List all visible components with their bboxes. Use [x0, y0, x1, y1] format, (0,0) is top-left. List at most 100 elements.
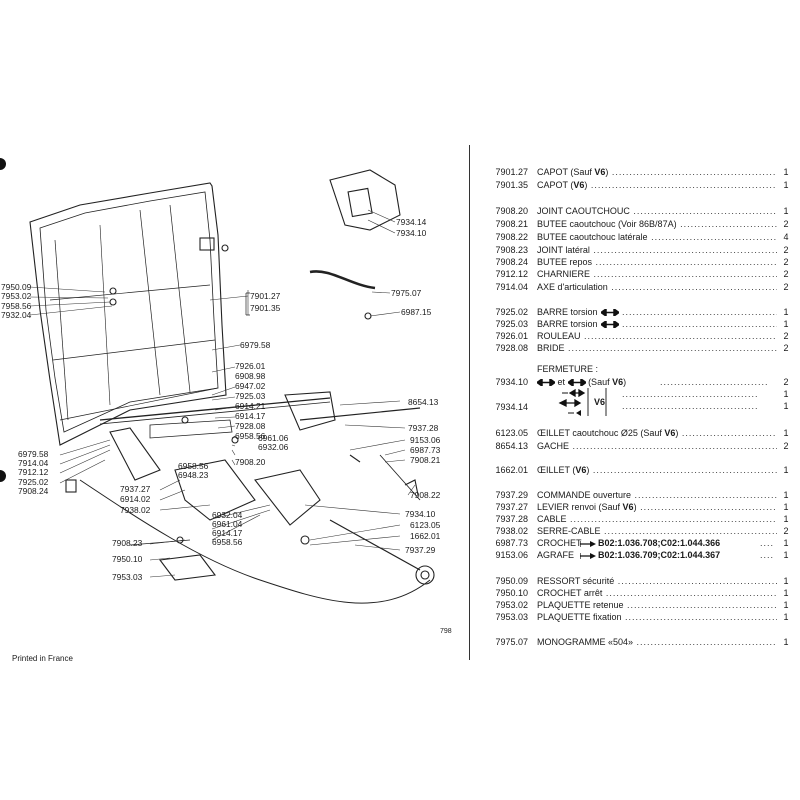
part-number: 7926.01 — [495, 331, 528, 341]
leader-dots: ........................................… — [640, 502, 777, 512]
part-description-text: BUTEE caoutchouc (Voir 86B/87A) — [537, 219, 677, 229]
quantity: 1 — [783, 612, 789, 622]
part-number: 1662.01 — [495, 465, 528, 475]
callout-label: 7912.12 — [18, 467, 49, 477]
fermeture-heading: FERMETURE : — [537, 364, 599, 374]
part-description: CAPOT (V6) .............................… — [537, 180, 777, 190]
part-description: BUTEE caoutchouc latérale ..............… — [537, 232, 777, 242]
part-description-tail: ) — [584, 180, 588, 190]
column-divider — [469, 145, 470, 660]
arrow-right-icon — [580, 541, 596, 547]
callout-label: 7908.22 — [410, 490, 441, 500]
quantity: 1 — [783, 588, 789, 598]
callout-label: 7901.35 — [250, 303, 281, 313]
arrow-right-icon — [580, 553, 596, 559]
fermeture-et: et — [557, 377, 566, 387]
part-description: PLAQUETTE fixation .....................… — [537, 612, 777, 622]
part-number: 7953.03 — [495, 612, 528, 622]
callout-label: 7953.03 — [112, 572, 143, 582]
callout-label: 8654.13 — [408, 397, 439, 407]
callout-label: 1662.01 — [410, 531, 441, 541]
callout-label: 7934.10 — [396, 228, 427, 238]
part-number: 7912.12 — [495, 269, 528, 279]
part-number: 7908.23 — [495, 245, 528, 255]
part-description-text: CAPOT (Sauf — [537, 167, 595, 177]
part-number: 7901.27 — [495, 167, 528, 177]
callout-label: 7908.24 — [18, 486, 49, 496]
leader-dots: ........................................… — [605, 588, 777, 598]
quantity: 1 — [783, 637, 789, 647]
quantity: 2 — [783, 331, 789, 341]
part-description-text: JOINT latéral — [537, 245, 590, 255]
leader-dots: ........................................… — [625, 612, 777, 622]
double-arrow-left-icon — [537, 379, 555, 387]
part-description: BUTEE repos ............................… — [537, 257, 777, 267]
leader-dots: ........................................… — [680, 219, 777, 229]
callout-label: 7926.01 — [235, 361, 266, 371]
leader-dots: ........................................… — [651, 232, 777, 242]
quantity: 4 — [783, 232, 789, 242]
binder-hole-mark — [0, 470, 6, 482]
part-description-text: BARRE torsion — [537, 307, 598, 317]
part-description: BUTEE caoutchouc (Voir 86B/87A) ........… — [537, 219, 777, 229]
callout-label: 6932.06 — [258, 442, 289, 452]
leader-dots: ........................................… — [566, 514, 777, 524]
callout-label: 7908.20 — [235, 457, 266, 467]
quantity: 2 — [783, 219, 789, 229]
callout-label: 6979.58 — [18, 449, 49, 459]
part-number: 6123.05 — [495, 428, 528, 438]
part-description-text: LEVIER renvoi (Sauf — [537, 502, 623, 512]
part-number: 7975.07 — [495, 637, 528, 647]
callout-label: 6979.58 — [240, 340, 271, 350]
part-description-text: JOINT CAOUTCHOUC — [537, 206, 630, 216]
part-description: ROULEAU ................................… — [537, 331, 777, 341]
binder-hole-mark — [0, 158, 6, 170]
quantity: 2 — [783, 257, 789, 267]
part-description-bold: V6 — [594, 167, 606, 177]
quantity: 1 — [783, 514, 789, 524]
part-description: JOINT CAOUTCHOUC .......................… — [537, 206, 777, 216]
quantity: 1 — [783, 307, 789, 317]
part-number: 7908.21 — [495, 219, 528, 229]
part-description: SERRE-CABLE ............................… — [537, 526, 777, 536]
callout-label: 6914.21 — [235, 401, 266, 411]
part-description-bold: V6 — [573, 180, 585, 190]
part-description-text: CAPOT ( — [537, 180, 574, 190]
part-description-tail: ) — [675, 428, 679, 438]
callout-label: 7934.14 — [396, 217, 427, 227]
part-description-text: BUTEE caoutchouc latérale — [537, 232, 648, 242]
callout-label: 6948.23 — [178, 470, 209, 480]
part-number: 7925.03 — [495, 319, 528, 329]
part-number: 7908.20 — [495, 206, 528, 216]
part-description: CROCHET arrêt ..........................… — [537, 588, 777, 598]
callout-label: 7934.10 — [405, 509, 436, 519]
part-description-tail: ) — [605, 167, 609, 177]
quantity: 1 — [783, 600, 789, 610]
leader-dots: ........................................… — [611, 282, 777, 292]
part-description-text: ŒILLET ( — [537, 465, 576, 475]
leader-dots: ........................................… — [633, 206, 777, 216]
quantity: 2 — [783, 245, 789, 255]
callout-label: 7975.07 — [391, 288, 422, 298]
fermeture-close: ) — [623, 377, 627, 387]
callout-label: 6987.73 — [410, 445, 441, 455]
fermeture-sauf: (Sauf — [588, 377, 613, 387]
leader-dots: ........................................… — [590, 180, 777, 190]
part-description-text: CHARNIERE — [537, 269, 591, 279]
callout-label: 7908.23 — [112, 538, 143, 548]
callout-label: 6958.56 — [212, 537, 243, 547]
quantity: 1 — [783, 389, 789, 399]
part-number: 7950.10 — [495, 588, 528, 598]
part-description: CABLE ..................................… — [537, 514, 777, 524]
double-arrow-right-icon — [567, 379, 586, 387]
part-description-text: BRIDE — [537, 343, 565, 353]
double-arrow-right-icon — [600, 321, 619, 329]
part-description-text: COMMANDE ouverture — [537, 490, 632, 500]
leader-dots: ............................... — [660, 377, 769, 387]
quantity: 1 — [783, 538, 789, 548]
v6-label: V6 — [594, 397, 606, 407]
callout-label: 7901.27 — [250, 291, 281, 301]
callout-label: 6914.17 — [212, 528, 243, 538]
exploded-diagram: 7950.09 7953.02 7958.56 7932.04 6979.58 … — [1, 169, 441, 604]
quantity: 1 — [783, 428, 789, 438]
